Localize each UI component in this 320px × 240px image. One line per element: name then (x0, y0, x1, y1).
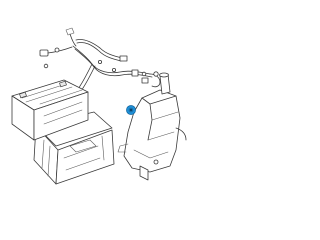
battery[interactable] (11, 79, 89, 141)
battery-tray[interactable] (33, 111, 115, 185)
bolt-icon (43, 63, 49, 69)
washer-reservoir[interactable] (117, 72, 187, 181)
parts-diagram (11, 27, 187, 185)
diagram-canvas (11, 27, 187, 185)
nut-highlighted[interactable] (126, 105, 136, 115)
bolt-icon (141, 71, 147, 77)
